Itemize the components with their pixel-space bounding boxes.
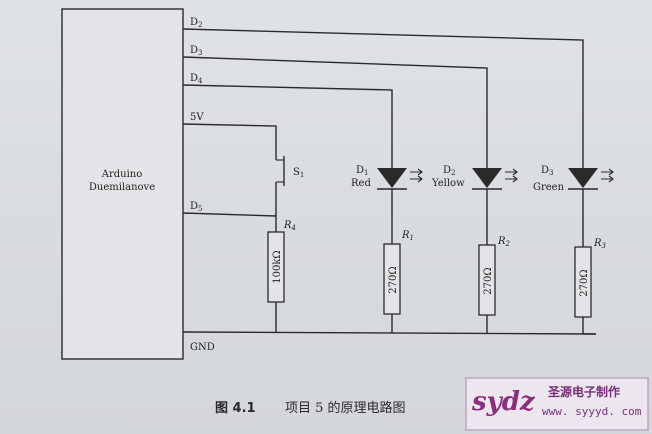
r3-value: 270Ω bbox=[579, 269, 590, 296]
wire-d5 bbox=[182, 212, 277, 217]
watermark-name: 圣源电子制作 bbox=[547, 384, 620, 399]
resistor-r3 bbox=[574, 246, 596, 335]
r3-label: R3 bbox=[593, 238, 607, 250]
figure-caption-text: 项目 5 的原理电路图 bbox=[285, 400, 406, 416]
r4-label: R4 bbox=[283, 220, 296, 232]
led-d2-label: D2 bbox=[443, 165, 456, 177]
wire-5v bbox=[182, 123, 277, 150]
led-d3-label: D3 bbox=[541, 165, 554, 177]
board-label-line2: Duemilanove bbox=[89, 182, 155, 193]
resistor-r2 bbox=[478, 244, 496, 334]
led-d2-emission-icon bbox=[505, 168, 518, 183]
pin-label-d4: D4 bbox=[190, 73, 203, 85]
led-d2-color: Yellow bbox=[431, 178, 465, 189]
wire-d2 bbox=[182, 28, 584, 168]
led-d1 bbox=[377, 168, 423, 232]
led-d3-emission-icon bbox=[601, 168, 614, 183]
switch-s1 bbox=[275, 150, 285, 190]
led-d3 bbox=[568, 168, 614, 247]
watermark-url: www. syyyd. com bbox=[542, 405, 642, 418]
r1-value: 270Ω bbox=[388, 266, 399, 293]
pin-label-d2: D2 bbox=[190, 17, 203, 29]
led-d1-label: D1 bbox=[356, 165, 369, 177]
arduino-board bbox=[61, 8, 184, 360]
board-label-line1: Arduino bbox=[101, 169, 143, 180]
r4-value: 100kΩ bbox=[272, 250, 283, 283]
resistor-r1 bbox=[383, 232, 401, 333]
pin-label-d3: D3 bbox=[190, 45, 203, 57]
wire-d3 bbox=[182, 56, 488, 168]
resistor-r4 bbox=[267, 231, 285, 333]
r2-value: 270Ω bbox=[483, 267, 494, 294]
watermark: sydz 圣源电子制作 www. syyyd. com bbox=[465, 377, 649, 431]
wire-d4 bbox=[182, 84, 393, 168]
figure-caption-number: 图 4.1 bbox=[215, 401, 256, 416]
led-d1-emission-icon bbox=[410, 168, 423, 183]
led-d3-color: Green bbox=[533, 182, 565, 193]
r2-label: R2 bbox=[497, 236, 511, 248]
led-d2 bbox=[472, 168, 518, 245]
watermark-logo: sydz bbox=[471, 387, 536, 417]
led-d1-color: Red bbox=[351, 178, 371, 189]
pin-label-d5: D5 bbox=[190, 201, 203, 213]
switch-label: S1 bbox=[293, 167, 304, 179]
wire-gnd bbox=[182, 331, 597, 335]
pin-label-5v: 5V bbox=[190, 112, 204, 123]
pin-label-gnd: GND bbox=[190, 342, 215, 353]
r1-label: R1 bbox=[401, 230, 414, 242]
